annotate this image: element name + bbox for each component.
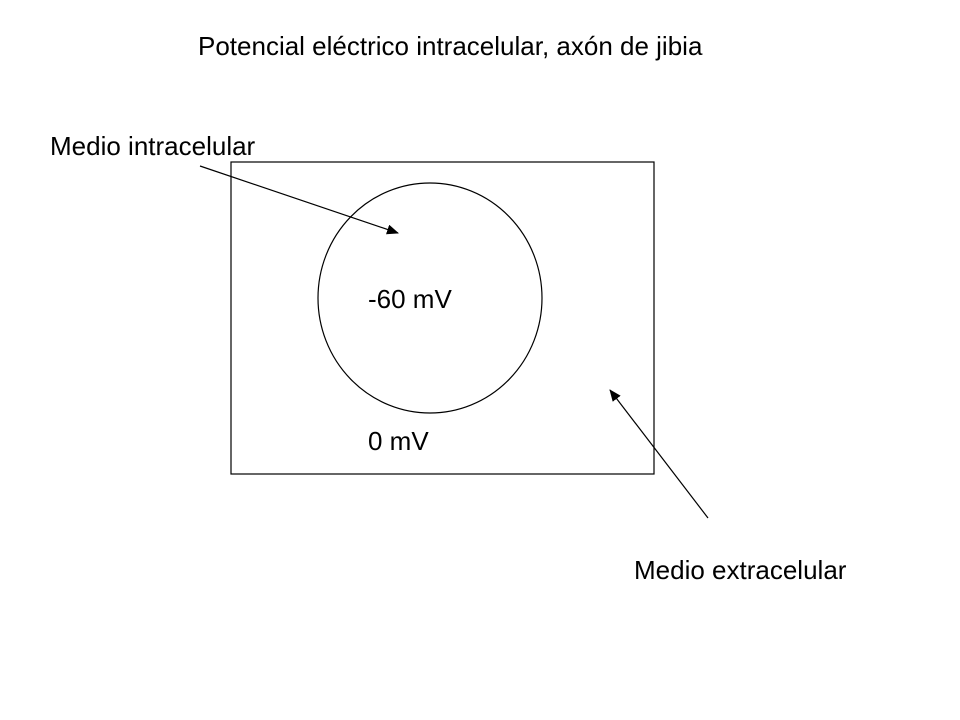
extracellular-medium-box [230, 161, 655, 475]
diagram-title: Potencial eléctrico intracelular, axón d… [198, 31, 703, 61]
extracellular-label: Medio extracelular [634, 555, 847, 585]
intracellular-potential-value: -60 mV [368, 284, 452, 314]
intracellular-label: Medio intracelular [50, 131, 256, 161]
intracellular-arrow [199, 165, 399, 235]
extracellular-arrow [609, 389, 709, 519]
extracellular-potential-value: 0 mV [368, 426, 429, 456]
axon-membrane-circle [317, 182, 543, 414]
